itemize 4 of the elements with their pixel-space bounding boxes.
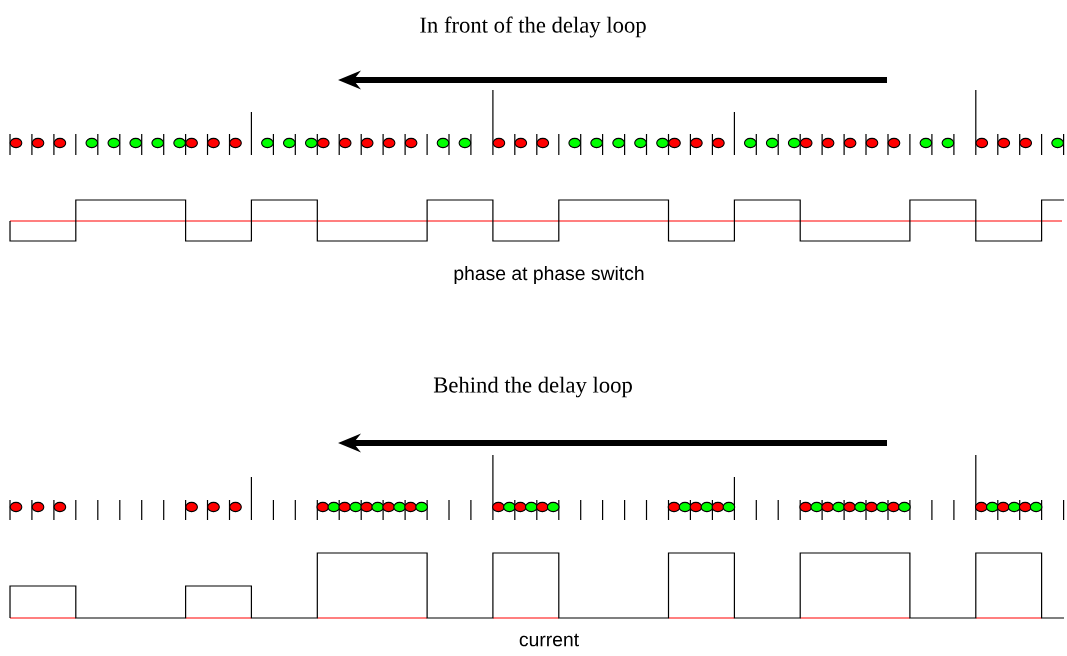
axis-caption: current	[519, 633, 579, 647]
heading: In front of the delay loop	[420, 16, 646, 38]
heading: Behind the delay loop	[433, 376, 632, 398]
axis-caption: phase at phase switch	[454, 266, 644, 284]
